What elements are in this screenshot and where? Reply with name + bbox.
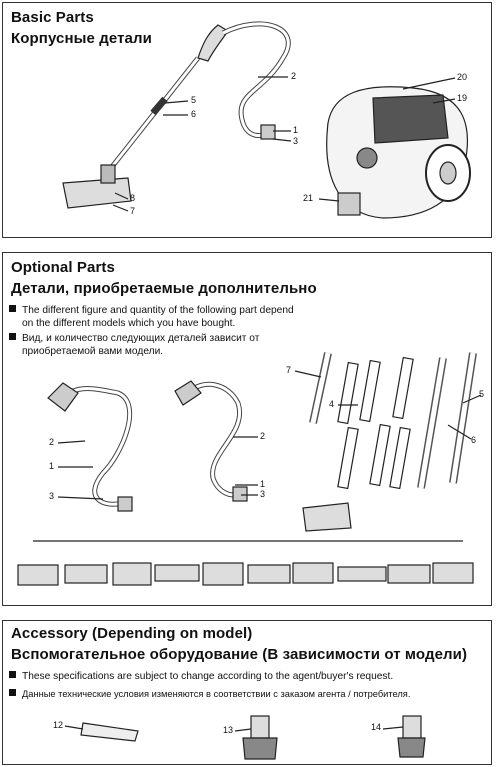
callout-3: 3 — [293, 136, 299, 146]
accessory-panel: Accessory (Depending on model) Вспомогат… — [2, 620, 492, 765]
callout-19: 19 — [457, 93, 468, 103]
accessory-bullet-en: These specifications are subject to chan… — [9, 671, 393, 684]
optional-bullet-en: The different figure and quantity of the… — [9, 305, 294, 330]
callout-2: 2 — [291, 71, 297, 81]
bullet-square-icon — [9, 671, 16, 678]
basic-parts-illustration — [62, 21, 471, 219]
accessory-bullet-ru: Данные технические условия изменяются в … — [9, 688, 410, 701]
callout-5: 5 — [479, 389, 485, 399]
optional-bullet-ru: Вид, и количество следующих деталей зави… — [9, 333, 259, 358]
optional-parts-illustration — [17, 352, 482, 586]
bullet-square-icon — [9, 689, 16, 696]
basic-parts-title-ru: Корпусные детали — [11, 30, 152, 47]
callout-4: 4 — [329, 399, 335, 409]
callout-5: 5 — [191, 95, 197, 105]
callout-7: 7 — [130, 206, 136, 216]
callout-3: 3 — [49, 491, 55, 501]
callout-8: 8 — [130, 193, 136, 203]
callout-2b: 2 — [260, 431, 266, 441]
callout-14: 14 — [371, 722, 382, 732]
callout-2: 2 — [49, 437, 55, 447]
callout-13: 13 — [223, 725, 234, 735]
accessory-illustration — [64, 715, 426, 760]
optional-parts-title-ru: Детали, приобретаемые дополнительно — [11, 280, 317, 297]
optional-parts-panel: Optional Parts Детали, приобретаемые доп… — [2, 252, 492, 606]
basic-parts-panel: Basic Parts Корпусные детали — [2, 2, 492, 238]
accessory-title-ru: Вспомогательное оборудование (В зависимо… — [11, 646, 468, 663]
accessory-title-en: Accessory (Depending on model) — [11, 625, 253, 642]
callout-6: 6 — [471, 435, 477, 445]
callout-3b: 3 — [260, 489, 266, 499]
callout-6: 6 — [191, 109, 197, 119]
bullet-square-icon — [9, 333, 16, 340]
bullet-square-icon — [9, 305, 16, 312]
optional-parts-title-en: Optional Parts — [11, 259, 115, 276]
basic-parts-title-en: Basic Parts — [11, 9, 94, 26]
callout-7: 7 — [286, 365, 292, 375]
callout-12: 12 — [53, 720, 64, 730]
callout-1b: 1 — [260, 479, 266, 489]
callout-1: 1 — [293, 125, 299, 135]
callout-20: 20 — [457, 72, 468, 82]
callout-1: 1 — [49, 461, 55, 471]
callout-21: 21 — [303, 193, 314, 203]
